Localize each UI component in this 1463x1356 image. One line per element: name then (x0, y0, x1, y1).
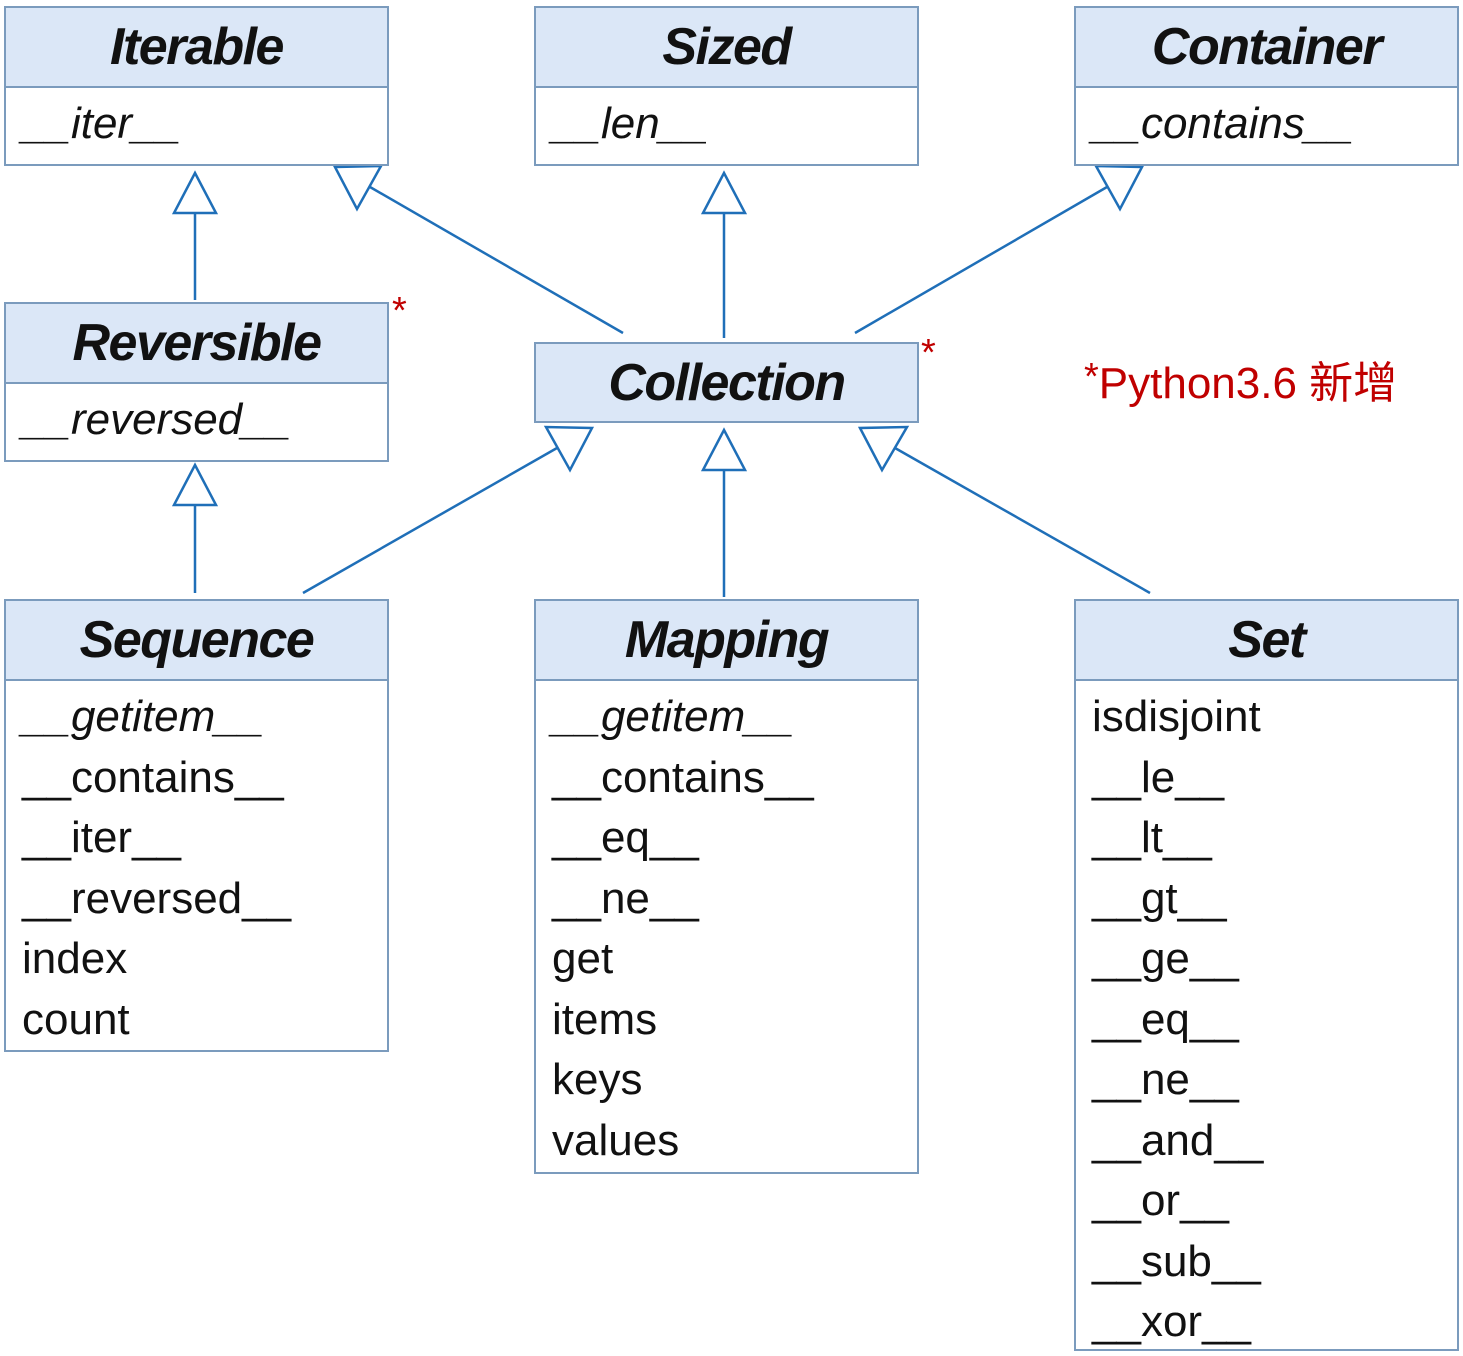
class-iterable: Iterable __iter__ (4, 6, 389, 166)
class-reversible: Reversible __reversed__ (4, 302, 389, 462)
class-mapping: Mapping __getitem__ __contains__ __eq__ __n… (534, 599, 919, 1174)
method-keys: keys (552, 1055, 643, 1104)
method-sub: __sub__ (1092, 1236, 1261, 1286)
method-xor: __xor__ (1092, 1297, 1252, 1346)
method-iter: __iter__ (22, 99, 182, 148)
method-get: get (552, 934, 614, 983)
method-contains: __contains__ (1092, 99, 1354, 148)
method-iter: __iter__ (22, 813, 182, 862)
method-list: __getitem__ __contains__ __eq__ __ne__get it… (536, 681, 917, 1171)
method-isdisjoint: isdisjoint (1092, 692, 1261, 741)
class-name: Mapping (536, 601, 917, 681)
method-contains: __contains__ (552, 752, 814, 802)
class-name: Sequence (6, 601, 387, 681)
class-sequence: Sequence __getitem__ __contains__ __iter__… (4, 599, 389, 1052)
method-lt: __lt__ (1092, 813, 1212, 862)
class-name: Sized (536, 8, 917, 88)
class-set: Set isdisjoint __le__ __lt__ __gt__ __ge__ __… (1074, 599, 1459, 1351)
method-reversed: __reversed__ (22, 873, 292, 923)
edge-reversible-to-iterable (171, 170, 219, 300)
method-list: __reversed__ (6, 384, 387, 451)
class-container: Container __contains__ (1074, 6, 1459, 166)
method-len: __len__ (552, 99, 709, 148)
edge-set-to-collection (857, 425, 1151, 595)
method-le: __le__ (1092, 752, 1225, 802)
class-name: Container (1076, 8, 1457, 88)
method-list: isdisjoint __le__ __lt__ __gt__ __ge__ __eq__… (1076, 681, 1457, 1353)
note-text: Python3.6 新增 (1098, 359, 1398, 408)
edge-collection-to-sized (700, 170, 748, 338)
new-in-3-6-marker: * (921, 332, 936, 374)
method-and: __and__ (1092, 1115, 1264, 1165)
method-eq: __eq__ (552, 813, 699, 862)
method-getitem: __getitem__ (22, 692, 265, 741)
class-name: Collection (536, 344, 917, 421)
method-count: count (22, 994, 130, 1044)
method-index: index (22, 934, 128, 983)
method-or: __or__ (1092, 1176, 1230, 1225)
edge-collection-to-container (854, 164, 1145, 335)
method-list: __len__ (536, 88, 917, 155)
note-star: * (1084, 356, 1099, 398)
method-contains: __contains__ (22, 752, 284, 802)
method-ne: __ne__ (1092, 1055, 1239, 1104)
method-eq: __eq__ (1092, 994, 1239, 1044)
method-list: __contains__ (1076, 88, 1457, 155)
version-note: *Python3.6 新增 (1084, 358, 1398, 408)
edge-mapping-to-collection (700, 427, 748, 597)
edge-sequence-to-reversible (171, 462, 219, 593)
edge-sequence-to-collection (302, 425, 595, 595)
method-ge: __ge__ (1092, 934, 1239, 983)
class-sized: Sized __len__ (534, 6, 919, 166)
class-name: Iterable (6, 8, 387, 88)
edge-collection-to-iterable (332, 164, 624, 335)
class-collection: Collection (534, 342, 919, 423)
method-list: __iter__ (6, 88, 387, 155)
method-values: values (552, 1115, 680, 1165)
class-name: Set (1076, 601, 1457, 681)
method-reversed: __reversed__ (22, 395, 292, 444)
method-list: __getitem__ __contains__ __iter__ __reverse… (6, 681, 387, 1050)
method-gt: __gt__ (1092, 873, 1227, 923)
method-ne: __ne__ (552, 873, 699, 923)
method-getitem: __getitem__ (552, 692, 795, 741)
new-in-3-6-marker: * (392, 290, 407, 332)
class-name: Reversible (6, 304, 387, 384)
method-items: items (552, 994, 658, 1044)
